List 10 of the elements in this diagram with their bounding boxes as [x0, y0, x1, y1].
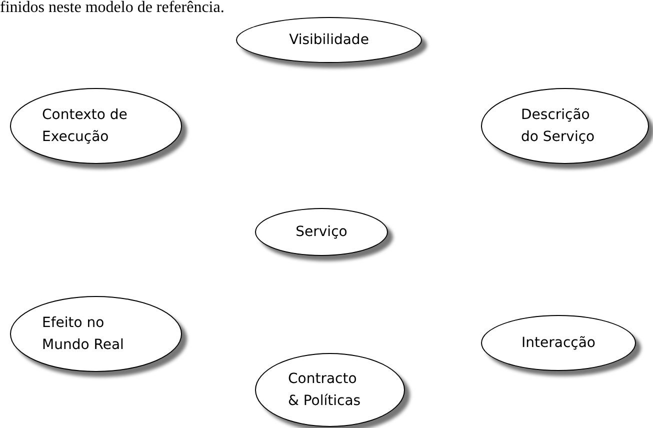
node-label: Efeito no Mundo Real: [42, 314, 125, 355]
node-label: Visibilidade: [289, 31, 369, 50]
node-label: Serviço: [296, 223, 348, 242]
node-label: Interacção: [522, 334, 596, 353]
node-label: Descrição do Serviço: [521, 106, 596, 147]
node-label: Contexto de Execução: [42, 106, 128, 147]
text-line: finidos neste modelo de referência.: [0, 0, 224, 16]
ellipse-node: [236, 17, 422, 63]
ellipse-node: [255, 208, 388, 256]
node-label: Contracto & Políticas: [288, 370, 362, 411]
